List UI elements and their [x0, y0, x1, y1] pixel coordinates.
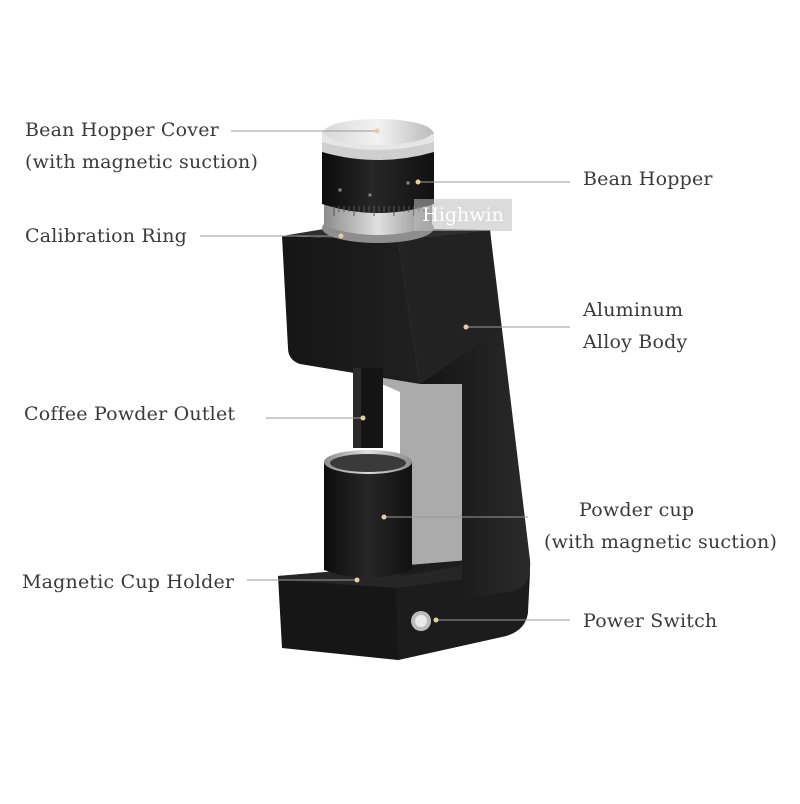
leader-dot-magnetic-cup-holder [354, 577, 360, 583]
label-aluminum-alloy-body: Aluminum Alloy Body [583, 299, 688, 353]
label-powder-cup: Powder cup (with magnetic suction) [544, 499, 778, 553]
label-power-switch: Power Switch [583, 610, 718, 632]
label-bean-hopper-cover: Bean Hopper Cover (with magnetic suction… [25, 119, 259, 173]
power-switch-shape [411, 611, 431, 631]
leader-dot-aluminum-alloy-body [463, 324, 469, 330]
watermark: Highwin [414, 199, 512, 231]
label-bean-hopper: Bean Hopper [583, 168, 713, 190]
leader-dot-coffee-powder-outlet [360, 415, 366, 421]
leader-dot-bean-hopper [415, 179, 421, 185]
label-magnetic-cup-holder: Magnetic Cup Holder [22, 571, 235, 593]
hopper-assembly [322, 119, 434, 243]
hopper-marker [368, 193, 372, 197]
leader-dot-powder-cup [381, 514, 387, 520]
label-calibration-ring: Calibration Ring [25, 225, 188, 247]
leader-lines [200, 128, 570, 623]
leader-dot-power-switch [433, 617, 439, 623]
powder-outlet [353, 368, 383, 448]
leader-dot-calibration-ring [338, 233, 344, 239]
leader-dot-bean-hopper-cover [374, 128, 380, 134]
label-coffee-powder-outlet: Coffee Powder Outlet [24, 403, 236, 425]
hopper-marker [406, 181, 410, 185]
hopper-marker [338, 188, 342, 192]
aluminum-body [282, 228, 531, 598]
powder-cup-shape [324, 450, 412, 578]
